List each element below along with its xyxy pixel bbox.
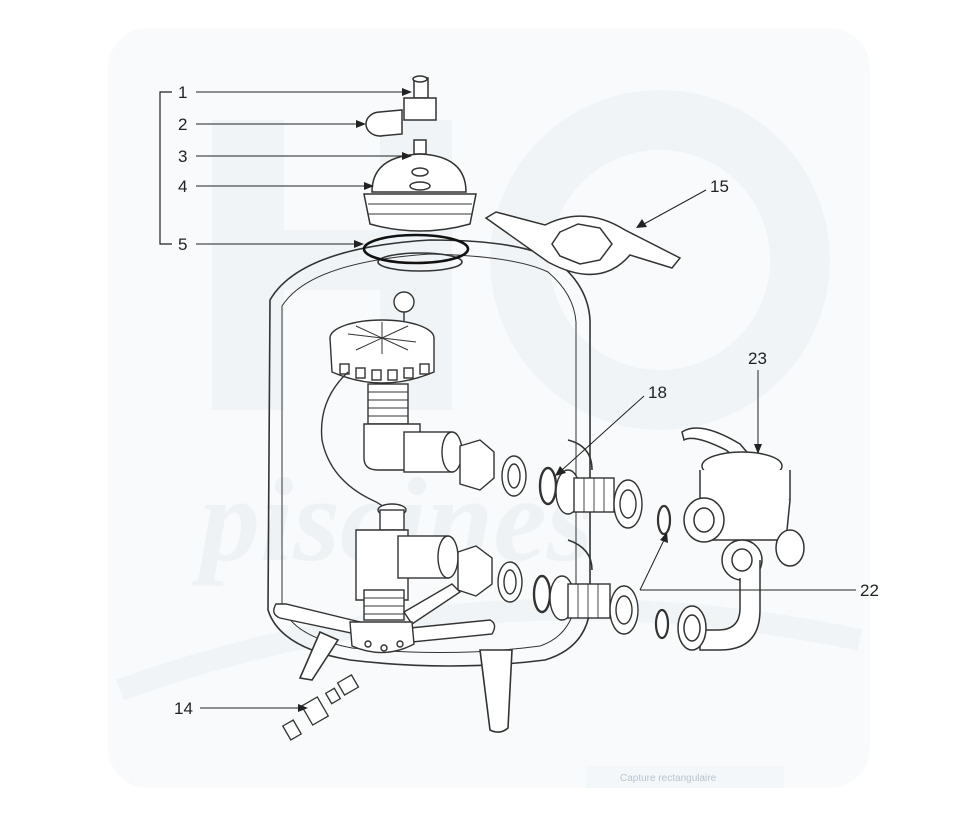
upper-nut	[459, 439, 495, 491]
tank-nozzle-lower	[567, 539, 593, 571]
lower-elbow	[355, 529, 409, 601]
diffuser-cap	[393, 291, 415, 313]
watermark: piscines Capture rectangulaire	[108, 28, 870, 788]
lateral-rear	[403, 583, 462, 625]
tank-top-opening	[377, 252, 463, 272]
lid-spanner	[484, 211, 682, 276]
callout-23: 23	[748, 349, 767, 368]
valve-port-right	[775, 529, 805, 567]
drain-plug	[281, 674, 360, 741]
callout-15: 15	[710, 177, 729, 196]
upper-diffuser	[329, 291, 435, 384]
valve-drain-elbow	[699, 560, 761, 651]
upper-pipe-threaded	[367, 383, 409, 425]
part-3-air-valve	[413, 139, 427, 155]
watermark-caption: Capture rectangulaire	[620, 773, 717, 784]
callout-1: 1	[178, 83, 187, 102]
lateral-right	[409, 619, 496, 643]
watermark-logo-o	[490, 90, 830, 430]
valve-o-ring-upper	[656, 504, 672, 536]
callout-5: 5	[178, 235, 187, 254]
callout-2: 2	[178, 115, 187, 134]
bottom-collector	[273, 583, 496, 654]
part-5-o-ring	[362, 233, 470, 265]
bracket-1-5	[159, 91, 172, 245]
top-assembly	[363, 75, 477, 232]
part-1-tee	[403, 97, 437, 121]
callout-22: 22	[860, 581, 879, 600]
o-ring-lower	[532, 574, 552, 614]
upper-internal-pipe	[363, 383, 527, 497]
callout-4: 4	[178, 177, 187, 196]
callout-3: 3	[178, 147, 187, 166]
multiport-valve	[654, 427, 805, 651]
tank-shell	[267, 239, 591, 667]
tank-legs	[298, 630, 513, 733]
lower-internal-pipe	[355, 503, 523, 621]
part-4-lid-ring	[363, 193, 477, 232]
watermark-panel	[108, 28, 870, 788]
watermark-logo-h-bar	[212, 230, 452, 290]
diffuser-slot	[339, 363, 350, 375]
tank-leg-front	[479, 649, 513, 733]
drain-plug-body	[300, 696, 330, 726]
callout-18: 18	[648, 383, 667, 402]
callouts: 1 2 3 4 5 15 18 23 22 14	[159, 83, 879, 718]
callout-14: 14	[174, 699, 193, 718]
tank-external-fittings	[532, 466, 643, 635]
tank-leg-left	[298, 630, 340, 681]
tank-nozzle-upper	[567, 439, 593, 471]
spanner-octagon	[551, 223, 613, 265]
o-ring-upper	[538, 466, 558, 506]
caption-box	[586, 766, 784, 788]
lower-nut	[457, 545, 493, 597]
valve-o-ring-lower	[654, 608, 670, 640]
